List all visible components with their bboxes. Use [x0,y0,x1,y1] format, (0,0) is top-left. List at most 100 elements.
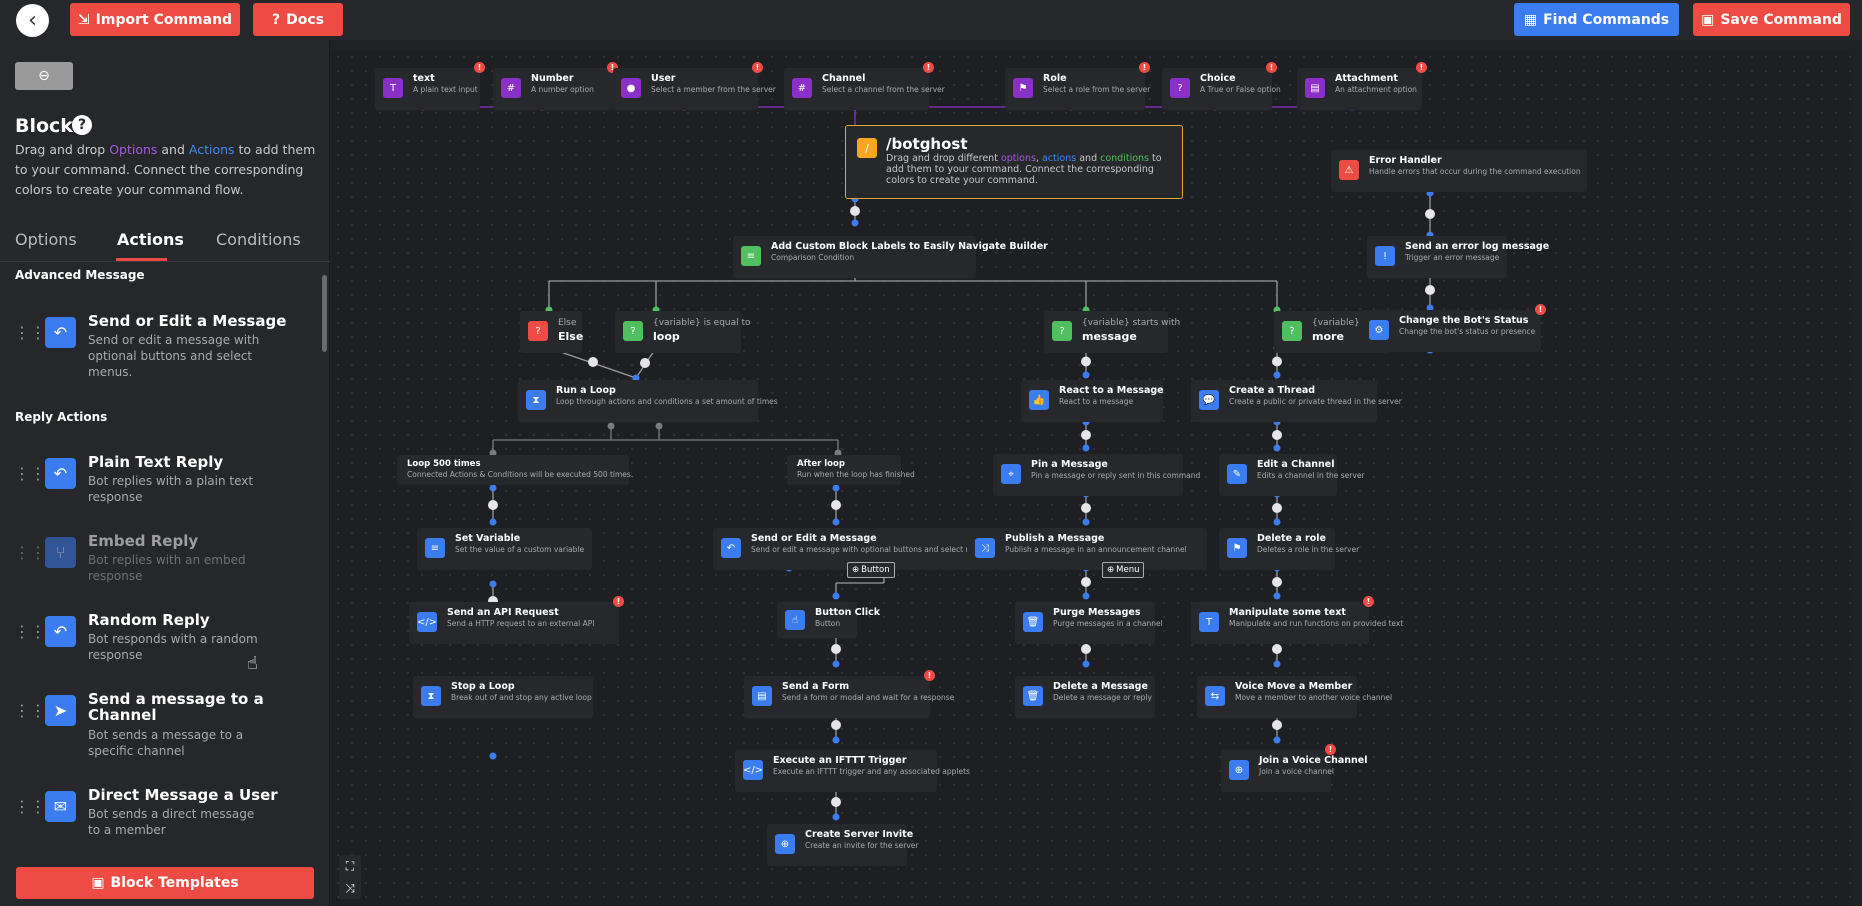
drag-handle-icon[interactable]: ⋮⋮ [14,701,46,720]
menu-output-pill[interactable]: ⊕Menu [1102,562,1145,578]
collapse-sidebar-button[interactable]: ⊖ [15,62,73,90]
connector-dot[interactable] [832,813,840,821]
connector-dot[interactable] [1082,371,1090,379]
connector-dot[interactable] [834,449,842,457]
connector-dot[interactable] [1082,592,1090,600]
connector-dot[interactable] [1273,518,1281,526]
remove-connection-icon[interactable] [1081,577,1091,587]
drag-handle-icon[interactable]: ⋮⋮ [14,622,46,641]
remove-connection-icon[interactable] [1081,644,1091,654]
connector-dot[interactable] [1426,304,1434,312]
back-button[interactable]: ‹ [16,4,49,37]
fit-view-icon[interactable]: ⛶ [345,858,355,873]
block-embed-reply[interactable]: ⋮⋮ ⑂ Embed Reply Bot replies with an emb… [0,533,320,605]
root-command-node[interactable]: / /botghost Drag and drop different opti… [845,125,1183,199]
remove-connection-icon[interactable] [831,500,841,510]
block-templates-button[interactable]: ▣Block Templates [16,867,314,899]
docs-button[interactable]: ?Docs [253,3,343,36]
connector-dot[interactable] [489,449,497,457]
tab-conditions[interactable]: Conditions [216,230,301,249]
connector-dot[interactable] [632,374,640,382]
connector-dot[interactable] [489,518,497,526]
connector-dot[interactable] [1273,371,1281,379]
connector-dot[interactable] [832,736,840,744]
drag-handle-icon[interactable]: ⋮⋮ [14,323,46,342]
remove-connection-icon[interactable] [588,357,598,367]
remove-connection-icon[interactable] [1272,644,1282,654]
connector-dot[interactable] [832,592,840,600]
remove-connection-icon[interactable] [850,206,860,216]
remove-connection-icon[interactable] [1081,503,1091,513]
drag-handle-icon[interactable]: ⋮⋮ [14,543,46,562]
drag-handle-icon[interactable]: ⋮⋮ [14,797,46,816]
connector-dot[interactable] [1082,444,1090,452]
connector-dot[interactable] [1273,592,1281,600]
connector-dot[interactable] [607,422,615,430]
remove-connection-icon[interactable] [831,720,841,730]
remove-connection-icon[interactable] [831,644,841,654]
block-send-message-to-channel[interactable]: ⋮⋮ ➤ Send a message to a Channel Bot sen… [0,691,320,763]
connector-dot[interactable] [1082,660,1090,668]
connector-dot[interactable] [1273,444,1281,452]
save-command-button[interactable]: ▣Save Command [1693,3,1850,36]
connector-dot[interactable] [489,752,497,760]
block-plain-text-reply[interactable]: ⋮⋮ ↶ Plain Text Reply Bot replies with a… [0,454,320,526]
remove-connection-icon[interactable] [1272,356,1282,367]
button-output-pill[interactable]: ⊕Button [847,562,895,578]
block-send-or-edit-message[interactable]: ⋮⋮ ↶ Send or Edit a Message Send or edit… [0,313,320,385]
connector-dot[interactable] [489,580,497,588]
connector-dot[interactable] [1273,660,1281,668]
remove-connection-icon[interactable] [1425,285,1435,295]
block-random-reply[interactable]: ⋮⋮ ↶ Random Reply Bot responds with a ra… [0,612,320,684]
drag-handle-icon[interactable]: ⋮⋮ [14,464,46,483]
help-icon[interactable]: ? [72,115,92,135]
connector-dot[interactable] [655,422,663,430]
connector-dot[interactable] [1082,518,1090,526]
tab-actions[interactable]: Actions [117,230,184,249]
remove-connection-icon[interactable] [1081,356,1091,367]
remove-connection-icon[interactable] [1272,720,1282,730]
remove-connection-icon[interactable] [1081,430,1091,440]
find-commands-button[interactable]: ▦Find Commands [1514,3,1679,36]
connector-dot[interactable] [832,518,840,526]
remove-connection-icon[interactable] [488,500,498,510]
connector-dot[interactable] [832,660,840,668]
connector-dot[interactable] [832,484,840,492]
tab-options[interactable]: Options [15,230,77,249]
remove-connection-icon[interactable] [831,797,841,807]
remove-connection-icon[interactable] [1272,577,1282,587]
connector-dot[interactable] [1273,736,1281,744]
import-command-button[interactable]: ⇲Import Command [70,3,240,36]
remove-connection-icon[interactable] [640,358,650,368]
sidebar-scrollbar[interactable] [322,275,327,352]
remove-connection-icon[interactable] [1272,430,1282,440]
